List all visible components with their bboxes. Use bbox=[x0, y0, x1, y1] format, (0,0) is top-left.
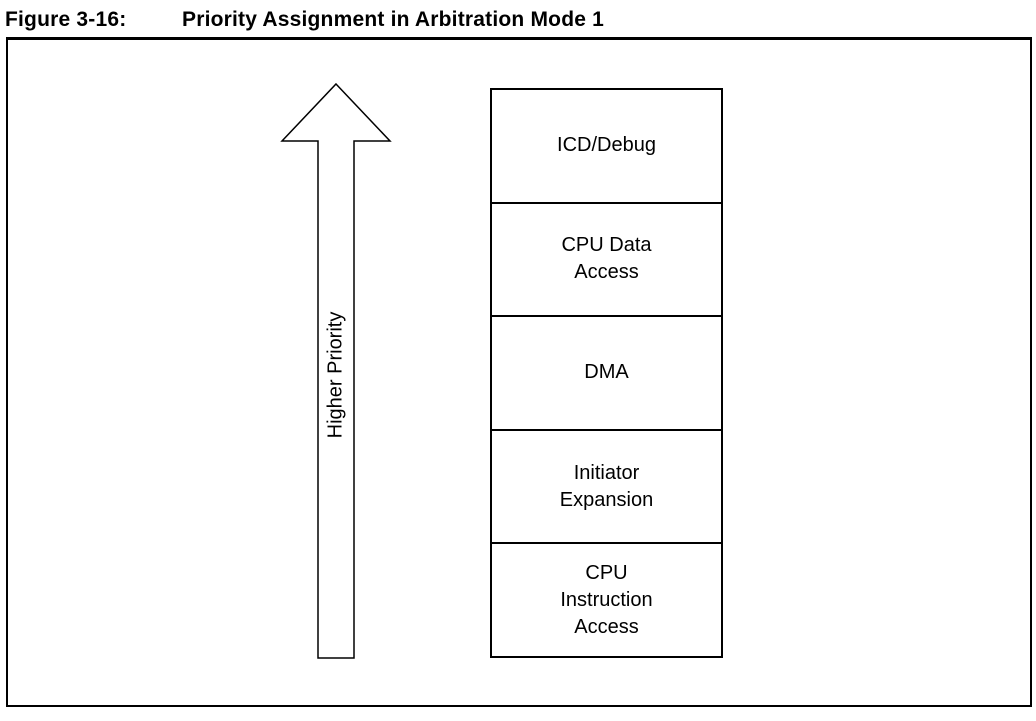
priority-stack: ICD/Debug CPU Data Access DMA Initiator … bbox=[490, 88, 723, 658]
figure-title: Priority Assignment in Arbitration Mode … bbox=[182, 8, 605, 31]
priority-item-initiator-expansion: Initiator Expansion bbox=[492, 428, 721, 543]
priority-item-cpu-instruction-access: CPU Instruction Access bbox=[492, 542, 721, 656]
figure-caption: Figure 3-16: Priority Assignment in Arbi… bbox=[0, 8, 1036, 36]
priority-item-icd-debug: ICD/Debug bbox=[557, 134, 656, 157]
priority-item-cpu-data-access: CPU Data Access bbox=[492, 201, 721, 316]
figure-number-label: Figure 3-16: bbox=[5, 8, 127, 31]
priority-item-dma: DMA bbox=[492, 315, 721, 429]
higher-priority-label: Higher Priority bbox=[324, 311, 347, 439]
